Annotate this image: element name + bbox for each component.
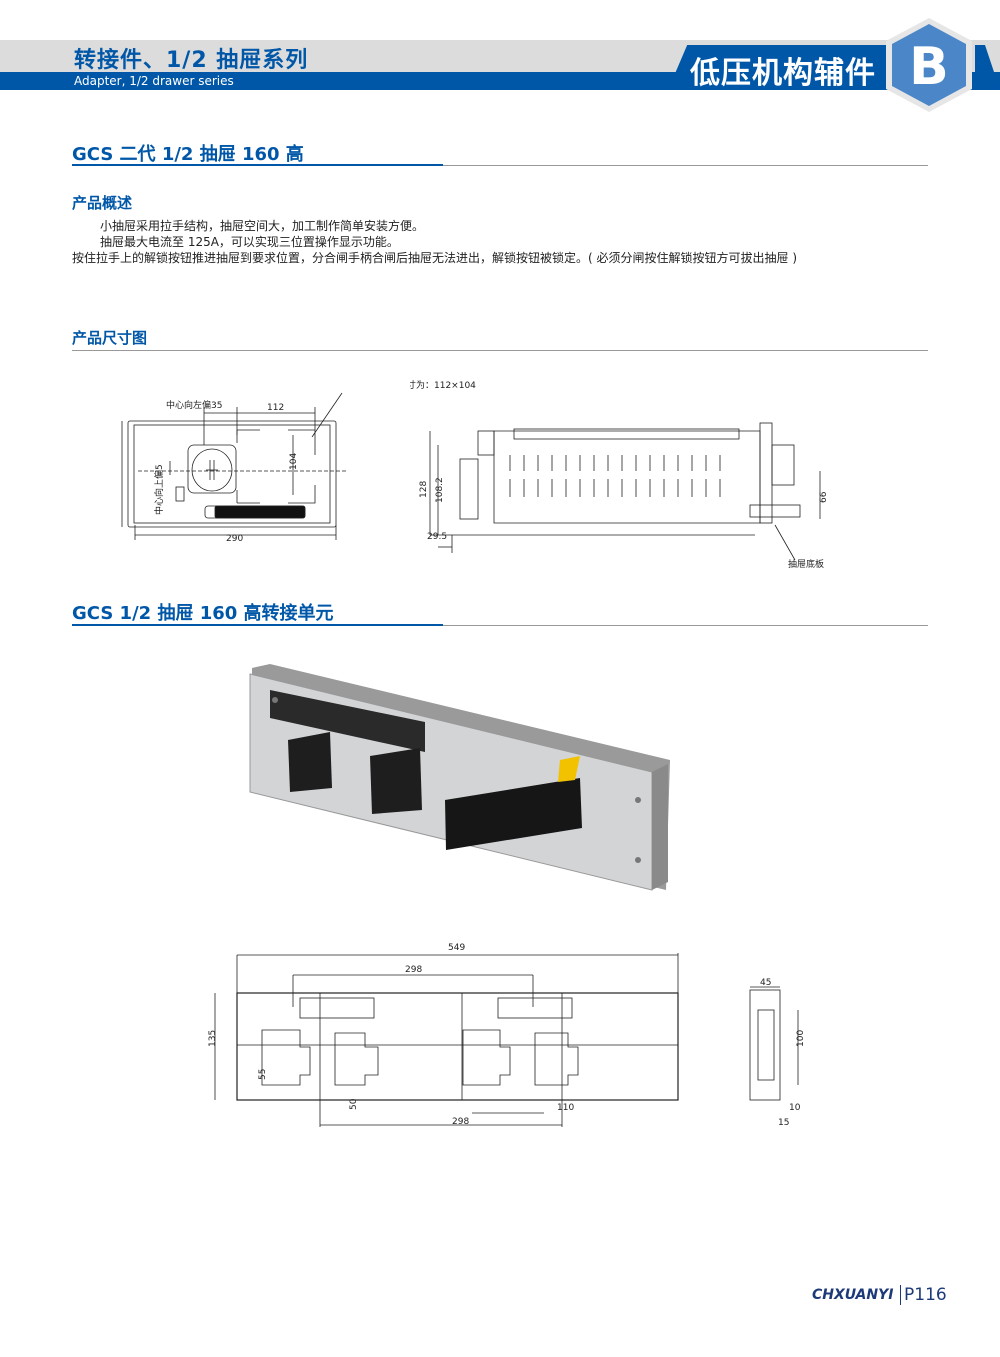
dim-66: 66 [819, 491, 829, 503]
dim-100: 100 [796, 1030, 806, 1047]
offset-up-label: 中心向上偏5 [153, 464, 165, 515]
dim-135: 135 [208, 1030, 218, 1047]
divider [72, 625, 928, 626]
divider [72, 165, 928, 166]
divider-accent [72, 164, 443, 166]
dim-45: 45 [760, 978, 771, 988]
dim-290: 290 [226, 534, 243, 544]
dim-29-5: 29.5 [427, 532, 447, 542]
dim-298-top: 298 [405, 965, 422, 975]
section-title-gcs2: GCS 二代 1/2 抽屉 160 高 [72, 144, 304, 165]
dim-128: 128 [419, 481, 429, 498]
page-title: 转接件、1/2 抽屉系列 [74, 48, 309, 73]
vent-slots [509, 455, 721, 497]
dim-110: 110 [557, 1103, 574, 1113]
footer-separator [900, 1285, 901, 1305]
dimension-title: 产品尺寸图 [72, 329, 148, 347]
adapter-unit-photo [249, 664, 670, 891]
category-label: 低压机构辅件 [690, 56, 876, 91]
dim-549: 549 [448, 943, 465, 953]
divider-accent [72, 624, 443, 626]
brand-logo: CHXUANYI [812, 1287, 894, 1303]
side-view-drawing: 128 108.2 29.5 66 抽屉底板 面板灯孔开孔尺寸为：112×104 [410, 379, 829, 570]
dim-55: 55 [258, 1069, 268, 1080]
page-number: P116 [904, 1285, 947, 1305]
dim-112: 112 [267, 403, 284, 413]
dim-104: 104 [289, 453, 299, 470]
front-view-drawing: 中心向左偏35 112 104 中心向上偏5 290 [121, 392, 346, 544]
section-badge: B [886, 18, 972, 112]
dim-15: 15 [778, 1118, 789, 1128]
category-banner [668, 45, 908, 90]
dim-10: 10 [789, 1103, 801, 1113]
section-title-adapter: GCS 1/2 抽屉 160 高转接单元 [72, 603, 334, 624]
divider [72, 350, 928, 351]
overview-title: 产品概述 [72, 194, 133, 212]
adapter-plate-drawing: 549 298 135 55 50 110 298 45 100 10 15 [208, 943, 806, 1128]
overview-line-3: 按住拉手上的解锁按钮推进抽屉到要求位置，分合闸手柄合闸后抽屉无法进出，解锁按钮被… [72, 251, 797, 265]
dim-298-bottom: 298 [452, 1117, 469, 1127]
badge-letter: B [909, 37, 949, 97]
base-plate-label: 抽屉底板 [788, 558, 824, 570]
dim-50: 50 [349, 1098, 359, 1110]
overview-line-1: 小抽屉采用拉手结构，抽屉空间大，加工制作简单安装方便。 [100, 219, 425, 233]
page-subtitle: Adapter, 1/2 drawer series [74, 74, 234, 88]
dim-108: 108.2 [435, 477, 445, 503]
offset-left-label: 中心向左偏35 [166, 399, 222, 411]
panel-cutout-note: 面板灯孔开孔尺寸为：112×104 [410, 379, 476, 391]
overview-line-2: 抽屉最大电流至 125A，可以实现三位置操作显示功能。 [100, 235, 399, 249]
